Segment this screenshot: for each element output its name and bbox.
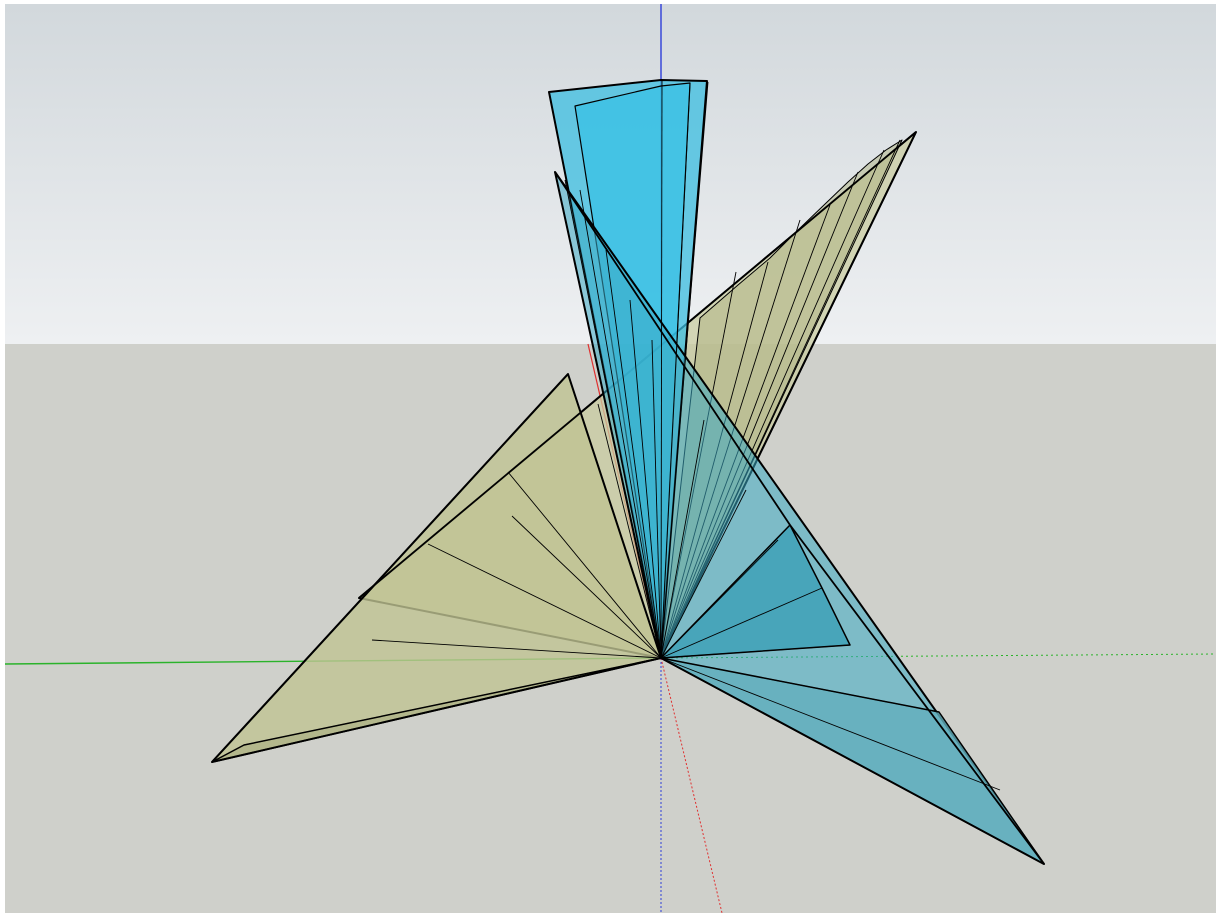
blue-fan-lines: [211, 79, 1045, 865]
sketchup-3d-viewport[interactable]: [5, 4, 1216, 913]
